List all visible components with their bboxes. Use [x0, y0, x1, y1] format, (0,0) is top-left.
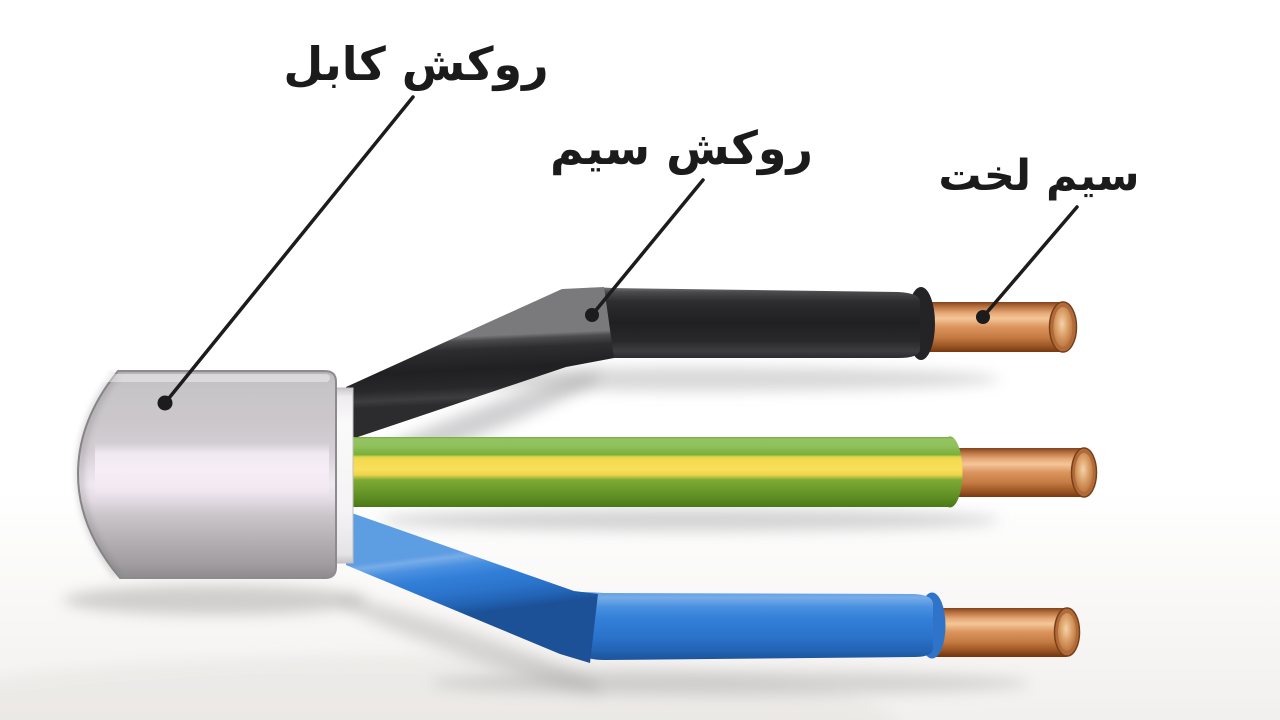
- leader-line-bare-wire: [976, 205, 1079, 324]
- sheath-left-curve-shading: [75, 371, 122, 579]
- leader-line-wire-insulation: [585, 178, 705, 322]
- black-wire: [346, 287, 1078, 441]
- blue-insulation-diagonal: [346, 511, 598, 663]
- green-yellow-wire: [347, 436, 1098, 508]
- label-bare-wire: سیم لخت: [938, 151, 1140, 201]
- label-wire-insulation: روکش سیم: [550, 121, 813, 175]
- black-insulation-horizontal: [586, 287, 920, 358]
- sheath-top-sheen: [94, 374, 330, 382]
- label-cable-sheath: روکش کابل: [283, 37, 549, 91]
- sheath-highlight-stripe: [95, 443, 329, 500]
- leader-dot: [976, 310, 990, 324]
- blue-wire-copper-end-face: [1053, 607, 1081, 657]
- blue-wire-copper-conductor: [934, 608, 1067, 657]
- blue-insulation-horizontal: [578, 592, 933, 660]
- leader-dot: [157, 395, 173, 411]
- leader-line-cable-sheath: [157, 95, 415, 411]
- leader-lines: [157, 95, 1079, 411]
- leader-dot: [585, 308, 599, 322]
- cable-sheath-graphic: [75, 370, 337, 579]
- black-wire-copper-conductor: [922, 302, 1063, 352]
- green-insulation-body: [347, 437, 950, 507]
- black-insulation-diagonal: [346, 287, 614, 441]
- blue-wire: [346, 511, 1081, 663]
- green-wire-copper-conductor: [952, 448, 1084, 497]
- green-wire-copper-end-face: [1070, 447, 1098, 498]
- black-wire-copper-end-face: [1048, 301, 1078, 353]
